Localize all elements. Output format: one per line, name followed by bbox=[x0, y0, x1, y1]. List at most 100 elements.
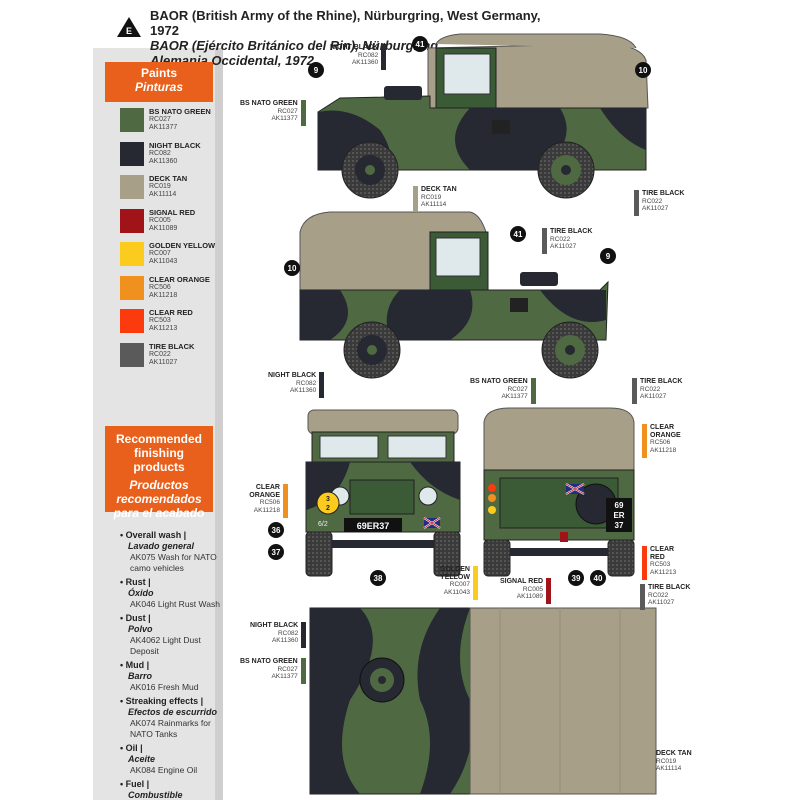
paint-code2: AK11213 bbox=[149, 325, 178, 332]
svg-text:40: 40 bbox=[594, 574, 603, 583]
paint-name: NIGHT BLACK bbox=[149, 140, 201, 150]
product-category: • Rust | bbox=[120, 577, 230, 588]
paint-swatch bbox=[120, 242, 144, 266]
marker-37: 37 bbox=[268, 544, 284, 560]
svg-text:39: 39 bbox=[572, 574, 581, 583]
paint-code2: AK11027 bbox=[149, 358, 178, 366]
paint-code2: AK11218 bbox=[149, 291, 178, 299]
product-category-es: Lavado general bbox=[128, 541, 195, 551]
svg-text:9: 9 bbox=[606, 252, 611, 261]
finishing-heading-es: Productos recomendados para el acabado bbox=[113, 478, 205, 520]
title-spanish-line-1: BAOR (Ejército Británico del Rin), Nürbu… bbox=[150, 38, 442, 53]
paint-name: CLEAR ORANGE bbox=[149, 274, 210, 284]
rear-view: 69 ER 37 bbox=[483, 407, 635, 577]
marker-10-b: 10 bbox=[284, 260, 300, 276]
marker-40: 40 bbox=[590, 570, 606, 586]
paint-name: DECK TAN bbox=[149, 174, 188, 183]
paint-name: GOLDEN YELLOW bbox=[149, 241, 216, 250]
svg-text:69ER37: 69ER37 bbox=[357, 521, 390, 531]
paint-name: BS NATO GREEN bbox=[149, 107, 211, 116]
product-category-label: Rust | bbox=[125, 577, 151, 587]
svg-text:10: 10 bbox=[288, 264, 297, 273]
top-view bbox=[309, 607, 657, 795]
product-category: • Streaking effects | bbox=[120, 696, 230, 707]
product-category: • Fuel | bbox=[120, 779, 230, 790]
bullet-icon: • bbox=[120, 530, 126, 540]
product-item: AK074 Rainmarks for NATO Tanks bbox=[130, 718, 211, 739]
variant-badge-icon: E bbox=[117, 17, 141, 37]
bullet-icon: • bbox=[120, 696, 126, 706]
svg-text:69: 69 bbox=[615, 501, 624, 510]
svg-text:37: 37 bbox=[615, 521, 624, 530]
product-category-es: Combustible bbox=[128, 790, 183, 800]
product-item: AK084 Engine Oil bbox=[130, 765, 198, 775]
product-category-label: Dust | bbox=[125, 613, 151, 623]
svg-text:ER: ER bbox=[613, 511, 624, 520]
product-item: AK4062 Light Dust Deposit bbox=[130, 635, 201, 656]
bullet-icon: • bbox=[120, 660, 126, 670]
paint-name: CLEAR RED bbox=[149, 308, 193, 317]
marker-39: 39 bbox=[568, 570, 584, 586]
paint-swatch bbox=[120, 309, 144, 333]
paint-code1: RC007 bbox=[149, 250, 171, 257]
page-header: BAOR (British Army of the Rhine), Nürbur… bbox=[150, 8, 570, 68]
product-category-label: Fuel | bbox=[125, 779, 150, 789]
paint-name: TIRE BLACK bbox=[149, 341, 195, 351]
product-category: • Mud | bbox=[120, 660, 230, 671]
product-category-es: Polvo bbox=[128, 624, 153, 634]
paint-code1: RC082 bbox=[149, 149, 171, 157]
sidebar-panel bbox=[93, 48, 223, 800]
reference-markers: 41 9 10 41 10 9 36 37 bbox=[268, 36, 651, 586]
product-category: • Dust | bbox=[120, 613, 230, 624]
paint-code2: AK11360 bbox=[149, 157, 178, 165]
paint-swatch bbox=[120, 275, 144, 300]
finishing-heading-en: Recommended finishing products bbox=[115, 432, 203, 474]
paints-heading-es: Pinturas bbox=[134, 80, 183, 94]
product-category-es: Aceite bbox=[128, 754, 156, 764]
marker-41-b: 41 bbox=[510, 226, 526, 242]
paint-code2: AK11377 bbox=[149, 124, 178, 131]
paint-name: SIGNAL RED bbox=[149, 207, 196, 217]
title-english: BAOR (British Army of the Rhine), Nürbur… bbox=[150, 8, 541, 38]
svg-text:E: E bbox=[126, 26, 132, 36]
product-category-es: Óxido bbox=[128, 588, 154, 598]
svg-text:10: 10 bbox=[639, 66, 648, 75]
marker-36: 36 bbox=[268, 522, 284, 538]
paint-code1: RC022 bbox=[149, 350, 171, 358]
paint-code2: AK11089 bbox=[149, 224, 178, 232]
product-category-es: Barro bbox=[128, 671, 153, 681]
paint-swatch bbox=[120, 342, 144, 367]
product-category-label: Mud | bbox=[125, 660, 150, 670]
paint-swatch bbox=[120, 208, 144, 233]
paint-swatch bbox=[120, 141, 144, 166]
product-category-label: Oil | bbox=[125, 743, 143, 753]
svg-text:37: 37 bbox=[272, 548, 281, 557]
svg-text:38: 38 bbox=[374, 574, 383, 583]
bullet-icon: • bbox=[120, 577, 126, 587]
